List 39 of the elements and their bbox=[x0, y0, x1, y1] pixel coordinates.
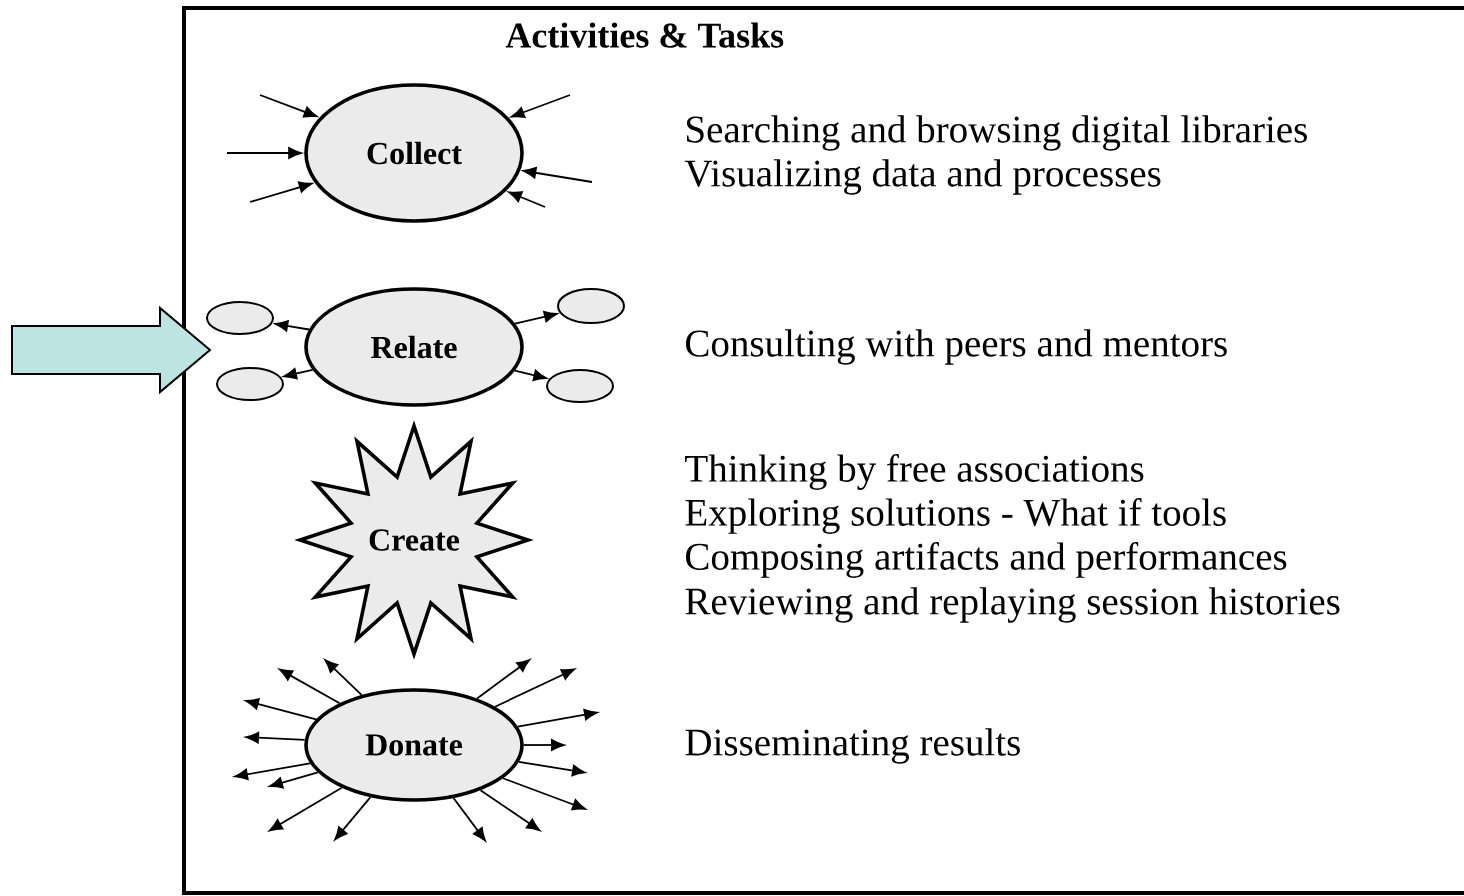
arrow bbox=[452, 797, 486, 842]
task-text: Visualizing data and processes bbox=[684, 159, 1161, 195]
arrow bbox=[516, 708, 598, 728]
arrow bbox=[494, 668, 575, 708]
arrow bbox=[245, 731, 306, 744]
arrow bbox=[476, 659, 531, 700]
task-text: Thinking by free associations bbox=[685, 454, 1144, 490]
arrow bbox=[522, 167, 593, 183]
small-ellipse bbox=[546, 369, 614, 403]
arrow bbox=[269, 771, 319, 789]
arrow bbox=[513, 369, 547, 381]
arrow bbox=[502, 777, 586, 811]
arrow bbox=[283, 368, 314, 380]
arrow bbox=[269, 786, 343, 832]
arrow bbox=[522, 739, 565, 751]
arrow bbox=[259, 94, 318, 118]
arrow bbox=[274, 320, 310, 332]
task-text: Searching and browsing digital libraries bbox=[687, 115, 1307, 151]
task-text: Reviewing and replaying session histories bbox=[685, 587, 1340, 623]
arrow bbox=[514, 311, 558, 325]
arrow bbox=[508, 191, 546, 208]
task-text: Consulting with peers and mentors bbox=[686, 329, 1227, 365]
arrow bbox=[479, 789, 541, 831]
arrow bbox=[517, 761, 586, 777]
arrow bbox=[279, 668, 341, 705]
arrow bbox=[234, 762, 311, 781]
title: Activities & Tasks bbox=[505, 22, 784, 48]
task-text: Composing artifacts and performances bbox=[686, 542, 1287, 578]
small-ellipse bbox=[206, 301, 274, 335]
arrow bbox=[324, 659, 363, 696]
task-text: Disseminating results bbox=[685, 728, 1020, 764]
task-text: Exploring solutions - What if tools bbox=[685, 498, 1226, 534]
arrow bbox=[334, 796, 372, 841]
arrow bbox=[511, 94, 571, 118]
small-ellipse bbox=[216, 367, 284, 401]
arrow bbox=[226, 147, 302, 159]
arrow bbox=[249, 181, 313, 203]
arrow bbox=[245, 698, 318, 721]
small-ellipse bbox=[557, 288, 625, 324]
